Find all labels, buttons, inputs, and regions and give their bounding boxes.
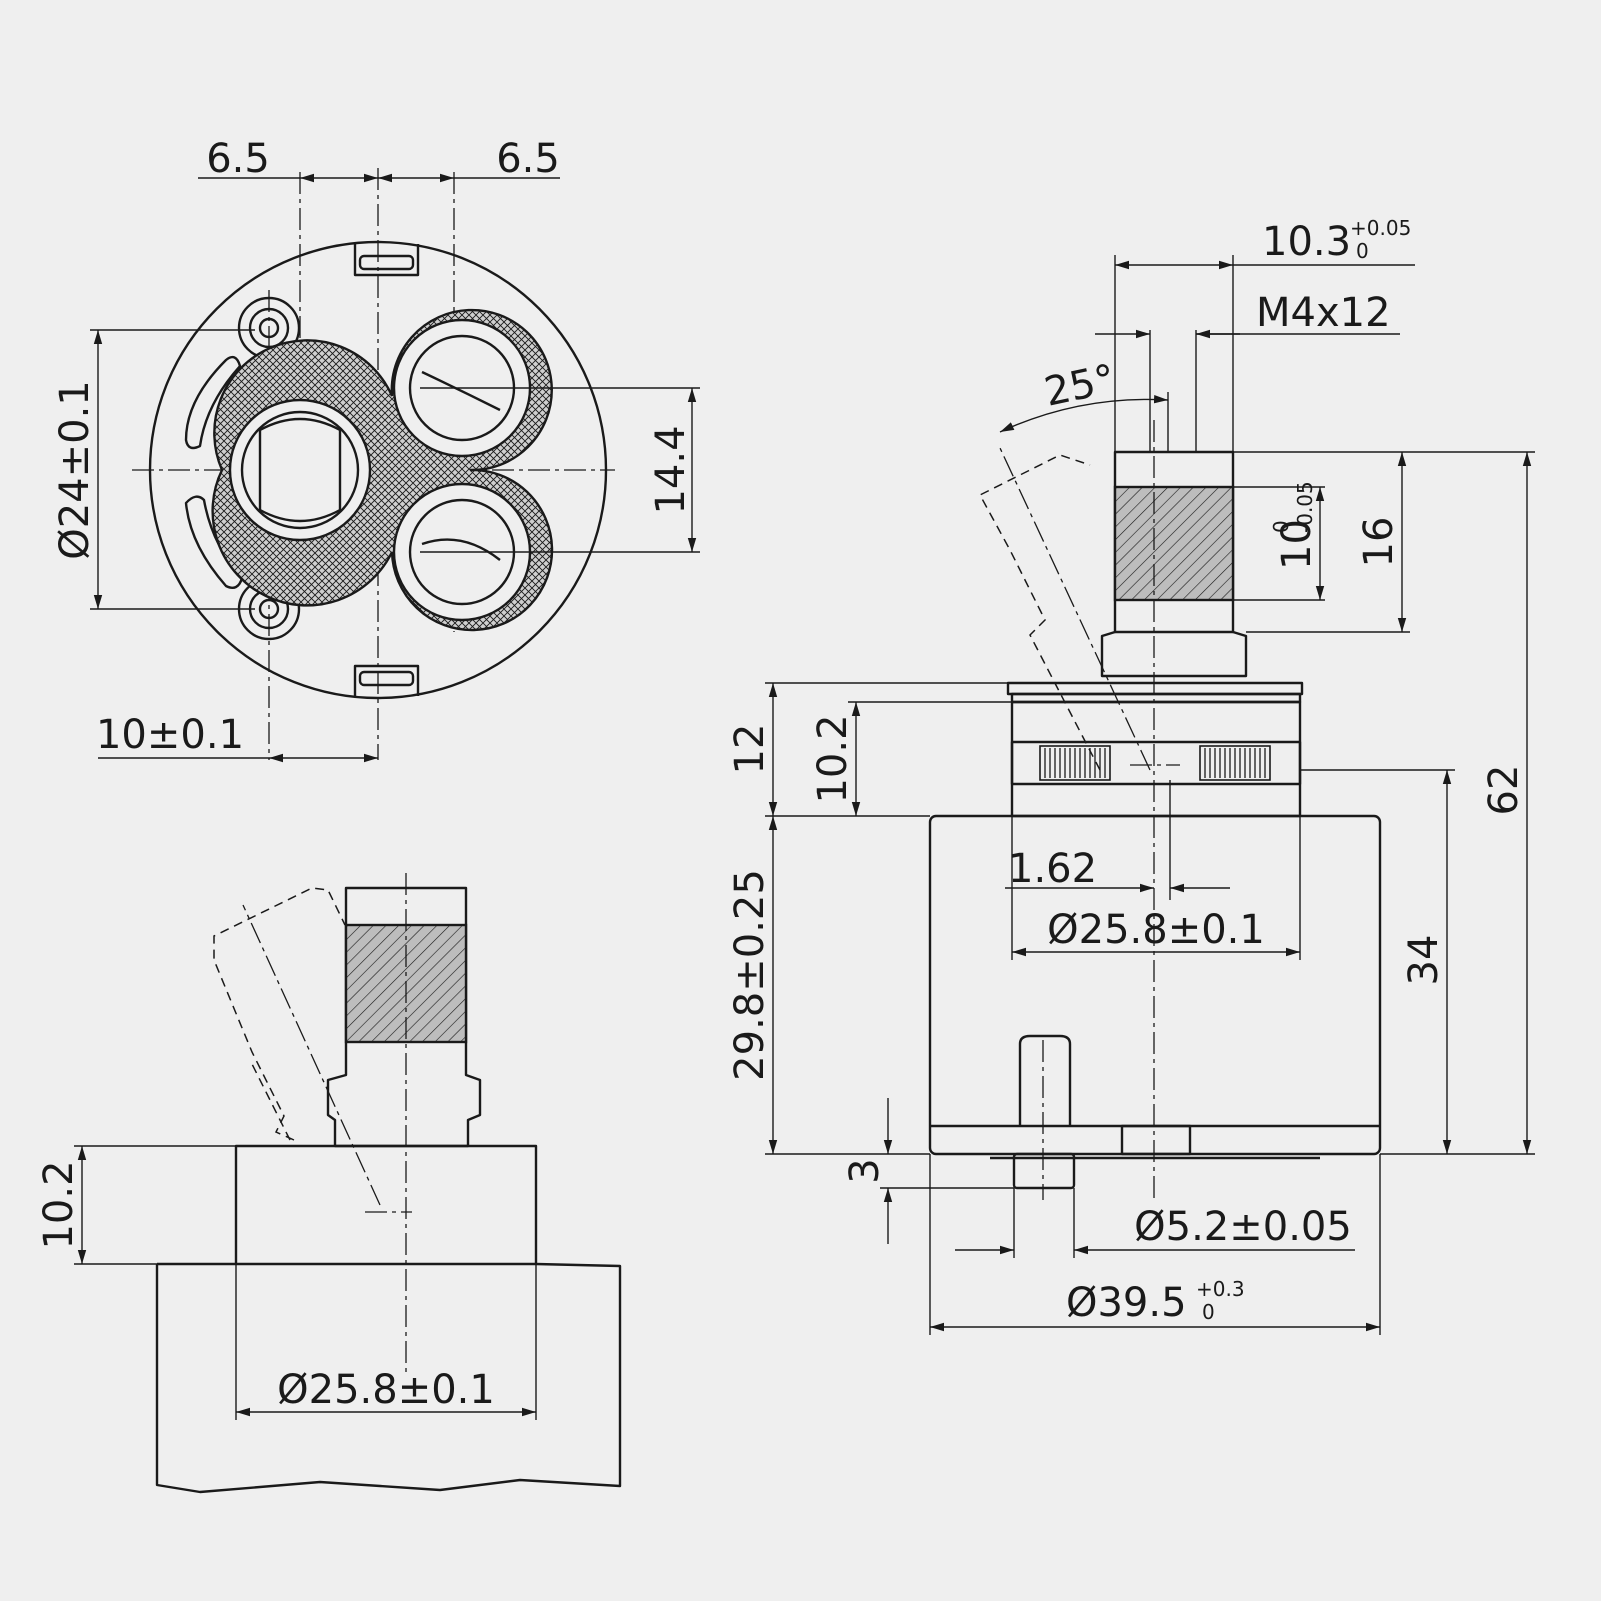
dim-flat-tol-lower: -0.05 [1293,481,1317,533]
dim-body-diameter-tol-lower: 0 [1202,1300,1215,1324]
side-tilted-stem-ghost [213,887,381,1206]
dim-stem-width-tol-lower: 0 [1356,239,1369,263]
dim-total-height: 62 [1481,765,1527,816]
dim-collar-diameter: Ø25.8±0.1 [1047,907,1265,953]
dim-body-height: 34 [1401,935,1447,986]
side-dim-collar-diameter: Ø25.8±0.1 [277,1367,495,1413]
dim-stem-height: 16 [1356,517,1402,568]
dim-angle: 25° [1041,356,1120,416]
side-collar [234,1144,538,1266]
plate [1006,681,1304,696]
stem-flat [1113,485,1235,602]
dim-collar-height: 12 [727,724,773,775]
dim-mount-diameter: Ø24±0.1 [52,380,98,560]
front-view: 10.3 +0.05 0 M4x12 25° 10 0 -0.05 16 62 [727,216,1535,1335]
body-key [1018,1034,1072,1126]
tilted-stem-ghost [978,447,1151,771]
dim-flat: 10 [1274,519,1320,570]
dim-thread: M4x12 [1256,290,1391,336]
dim-pin-height: 3 [842,1158,888,1183]
top-notch [353,244,420,696]
dim-collar-upper: 10.2 [810,714,856,803]
dim-left-spacing: 6.5 [206,136,270,182]
side-view: 10.2 Ø25.8±0.1 [36,873,622,1494]
main-port [228,398,372,542]
dim-port-spacing: 14.4 [648,425,694,514]
pin [1012,1152,1076,1190]
dim-body-diameter: Ø39.5 [1066,1280,1187,1326]
knurl [1039,745,1271,781]
dim-flat-tol-upper: 0 [1269,520,1293,533]
arc-slot [184,355,242,450]
dim-offset: 10±0.1 [96,712,244,758]
dim-right-spacing: 6.5 [496,136,560,182]
side-dim-collar-height: 10.2 [36,1160,82,1249]
side-body [155,1262,622,1494]
top-view: 6.5 6.5 Ø24±0.1 14.4 10±0.1 [52,136,700,763]
dim-body-height-tol: 29.8±0.25 [727,869,773,1081]
body [928,814,1382,1156]
dim-body-diameter-tol-upper: +0.3 [1196,1277,1245,1301]
dim-pin-diameter: Ø5.2±0.05 [1134,1204,1352,1250]
dim-offset-small: 1.62 [1008,846,1097,892]
dim-stem-width-tol-upper: +0.05 [1350,216,1411,240]
dim-stem-width: 10.3 [1262,219,1351,265]
